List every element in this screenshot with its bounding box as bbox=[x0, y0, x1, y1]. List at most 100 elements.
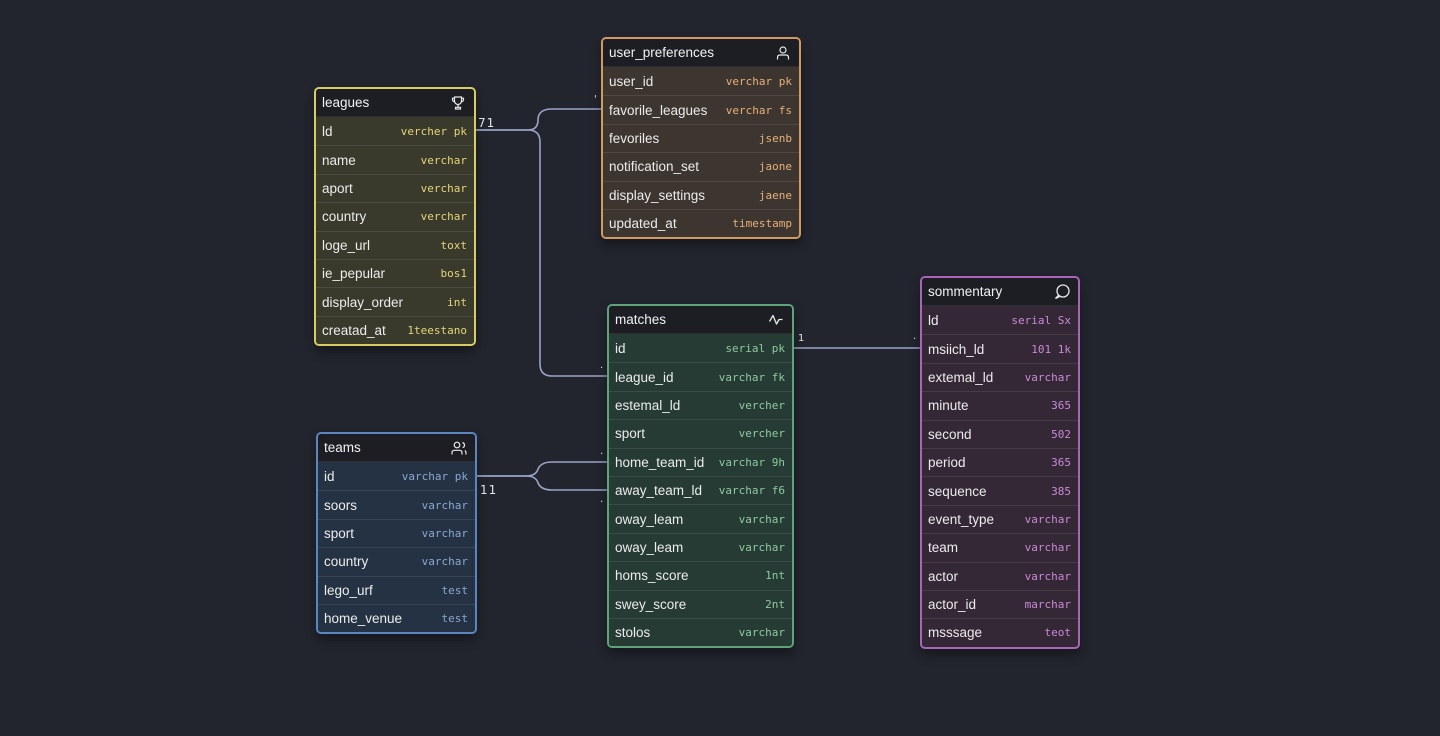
chat-bubble-icon bbox=[1053, 283, 1071, 301]
column-name: oway_leam bbox=[615, 539, 684, 555]
column-name: sport bbox=[615, 426, 646, 442]
column-row[interactable]: ld serial Sx bbox=[922, 306, 1078, 334]
cardinality-marker-matches-away: . bbox=[600, 494, 604, 505]
column-name: fevoriles bbox=[609, 130, 660, 146]
table-title: leagues bbox=[322, 95, 370, 110]
connector-leagues-matches bbox=[473, 129, 607, 377]
column-type: 502 bbox=[1051, 427, 1071, 441]
column-row[interactable]: country varchar bbox=[318, 547, 475, 575]
column-name: msiich_ld bbox=[928, 341, 985, 357]
column-row[interactable]: team varchar bbox=[922, 533, 1078, 561]
column-name: home_venue bbox=[324, 611, 403, 627]
column-row[interactable]: second 502 bbox=[922, 419, 1078, 448]
table-header[interactable]: teams bbox=[318, 434, 475, 462]
column-type: jaene bbox=[758, 188, 792, 202]
column-type: 385 bbox=[1051, 484, 1071, 498]
column-type: toxt bbox=[440, 238, 468, 252]
column-type: int bbox=[447, 295, 467, 309]
table-title: sommentary bbox=[928, 284, 1003, 299]
column-type: varchar bbox=[421, 498, 468, 512]
column-name: home_team_id bbox=[615, 454, 705, 470]
column-type: varchar bbox=[1024, 541, 1071, 555]
cardinality-label-matches: 1 bbox=[798, 333, 806, 344]
column-type: timestamp bbox=[732, 217, 792, 231]
column-row[interactable]: home_venue test bbox=[318, 603, 475, 632]
column-name: estemal_ld bbox=[615, 397, 681, 413]
cardinality-marker-matches-league: . bbox=[600, 360, 604, 371]
column-name: second bbox=[928, 426, 972, 442]
users-icon bbox=[450, 439, 468, 457]
column-name: country bbox=[324, 554, 369, 570]
column-row[interactable]: estemal_ld vercher bbox=[609, 390, 792, 419]
column-name: actor_id bbox=[928, 597, 977, 613]
table-header[interactable]: matches bbox=[609, 306, 792, 334]
column-name: sport bbox=[324, 525, 355, 541]
column-type: 1nt bbox=[765, 569, 785, 583]
table-header[interactable]: user_preferences bbox=[603, 39, 799, 67]
column-name: team bbox=[928, 540, 959, 556]
column-name: away_team_ld bbox=[615, 483, 703, 499]
column-type: serial Sx bbox=[1011, 313, 1071, 327]
column-type: 2nt bbox=[765, 597, 785, 611]
column-type: varchar bbox=[421, 555, 468, 569]
column-type: verchar bbox=[420, 210, 467, 224]
column-type: varchar f6 bbox=[718, 484, 785, 498]
column-type: varchar bbox=[1024, 569, 1071, 583]
cardinality-marker-matches-home: . bbox=[600, 446, 604, 457]
column-type: vercher bbox=[738, 398, 785, 412]
table-header[interactable]: leagues bbox=[316, 89, 474, 117]
column-name: creatad_at bbox=[322, 322, 386, 338]
table-header[interactable]: sommentary bbox=[922, 278, 1078, 306]
column-name: ld bbox=[928, 312, 939, 328]
column-type: test bbox=[441, 612, 469, 626]
column-row[interactable]: away_team_ld varchar f6 bbox=[609, 475, 792, 504]
cardinality-label-leagues: 71 bbox=[478, 116, 496, 130]
trophy-icon bbox=[449, 94, 467, 112]
table-title: matches bbox=[615, 312, 667, 327]
column-type: varchar bbox=[1024, 370, 1071, 384]
